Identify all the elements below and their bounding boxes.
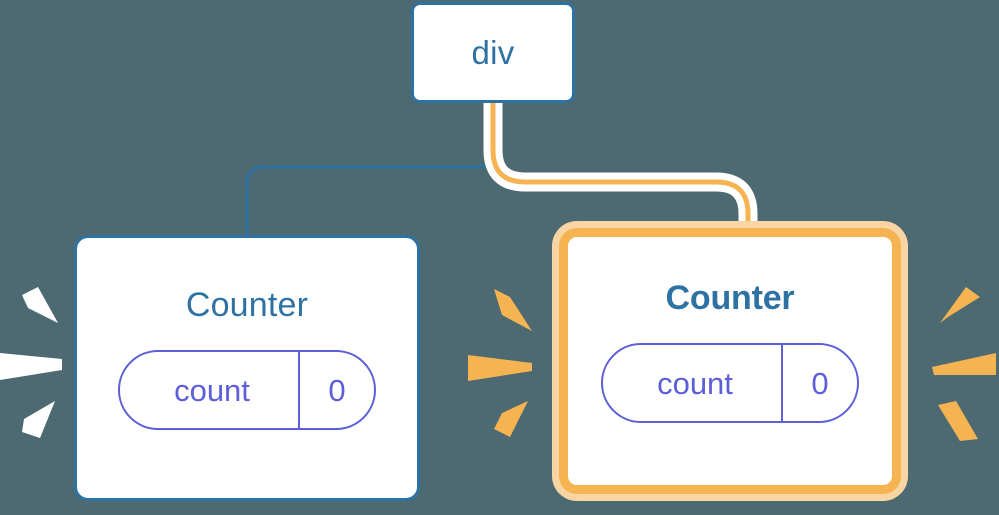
state-value-label: 0	[811, 365, 829, 401]
state-value-label: 0	[328, 372, 346, 408]
sparkle-rays-far-right	[932, 287, 996, 441]
sparkle-ray-icon	[468, 355, 532, 381]
connector-div-to-counter-left	[245, 103, 495, 236]
node-counter-left-title: Counter	[185, 286, 309, 324]
state-pill-counter-left: count 0	[118, 350, 376, 430]
node-div[interactable]: div	[411, 2, 575, 103]
connector-div-to-counter-right-halo	[483, 103, 758, 236]
state-pill-counter-right: count 0	[601, 343, 859, 423]
sparkle-rays-middle	[468, 289, 532, 437]
node-counter-left[interactable]: Counter count 0	[74, 235, 420, 501]
sparkle-ray-icon	[494, 289, 532, 331]
sparkle-ray-icon	[22, 287, 58, 323]
node-counter-right[interactable]: Counter count 0	[559, 228, 901, 494]
state-key-label: count	[603, 345, 783, 421]
sparkle-ray-icon	[940, 287, 980, 323]
sparkle-ray-icon	[494, 401, 528, 437]
connector-div-to-counter-right	[490, 103, 751, 236]
state-key-label: count	[120, 352, 300, 428]
node-counter-right-title: Counter	[665, 279, 795, 317]
sparkle-ray-icon	[938, 401, 978, 441]
sparkle-ray-icon	[932, 353, 996, 375]
sparkle-rays-far-left	[0, 287, 62, 438]
node-div-title: div	[471, 34, 515, 71]
sparkle-ray-icon	[22, 401, 55, 438]
sparkle-ray-icon	[0, 353, 62, 380]
